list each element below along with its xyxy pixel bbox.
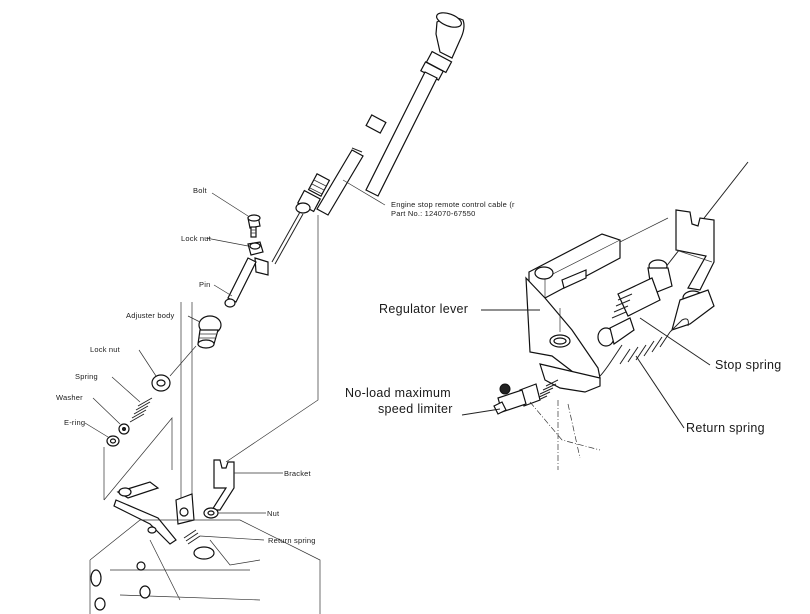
label-lock-nut-top: Lock nut — [181, 234, 211, 243]
leader-speed-limiter — [461, 408, 501, 416]
regulator-lever — [525, 276, 601, 383]
spring-small — [129, 397, 153, 423]
label-spring: Spring — [75, 372, 98, 381]
nut — [203, 507, 219, 519]
regulator-lever-arm — [528, 233, 621, 299]
return-spring-coil — [611, 331, 671, 365]
bolt — [247, 214, 261, 238]
label-part-number: Part No.: 124070-67550 — [391, 209, 476, 218]
label-stop-spring: Stop spring — [715, 358, 782, 372]
label-return-spring-right: Return spring — [686, 421, 765, 435]
leader-stop-spring — [639, 317, 711, 366]
lock-nut-top — [247, 241, 264, 256]
label-washer: Washer — [56, 393, 83, 402]
leader-return-spring — [635, 355, 685, 429]
label-nut: Nut — [267, 509, 280, 518]
governor-detail — [493, 161, 749, 470]
adjuster-body — [197, 315, 222, 349]
washer — [118, 423, 130, 435]
label-e-ring: E-ring — [64, 418, 86, 427]
engine-housing — [89, 481, 321, 614]
leader-cable — [342, 179, 386, 206]
e-ring — [106, 435, 120, 447]
bracket — [210, 459, 235, 511]
label-regulator-lever: Regulator lever — [379, 302, 469, 316]
label-bracket: Bracket — [284, 469, 311, 478]
pin — [224, 257, 269, 308]
label-cable: Engine stop remote control cable (r — [391, 200, 515, 209]
lock-nut-bottom — [151, 374, 171, 392]
control-cable — [271, 12, 465, 265]
label-return-spring-left: Return spring — [268, 536, 316, 545]
label-bolt: Bolt — [193, 186, 207, 195]
speed-limiter-screw — [493, 379, 559, 415]
label-no-load-line2: speed limiter — [378, 402, 453, 416]
label-lock-nut-bottom: Lock nut — [90, 345, 120, 354]
label-no-load-line1: No-load maximum — [345, 386, 451, 400]
label-pin: Pin — [199, 280, 211, 289]
label-adjuster-body: Adjuster body — [126, 311, 175, 320]
